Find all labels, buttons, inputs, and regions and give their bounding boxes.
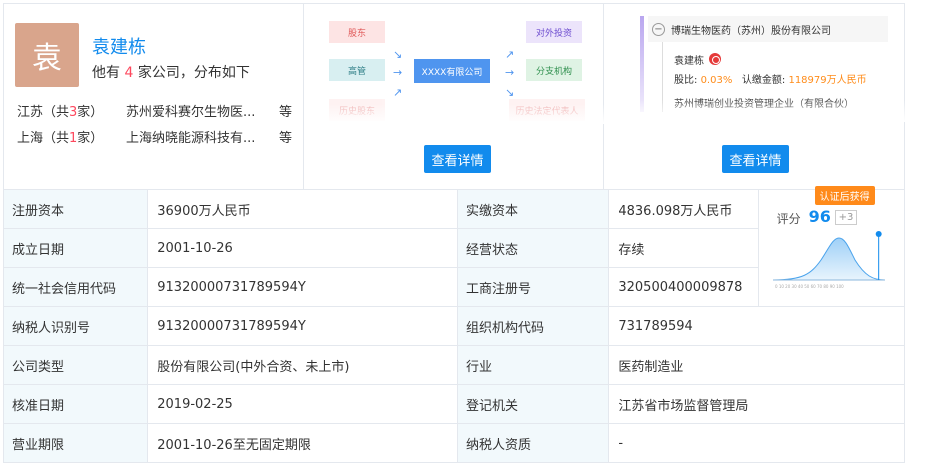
shareholder-stake: 股比: 0.03% 认缴金额: 118979万人民币 [674,75,867,86]
table-row: 公司类型 股份有限公司(中外合资、未上市) 行业 医药制造业 [2,345,905,385]
tree-line [662,42,663,112]
table-row: 成立日期 2001-10-26 经营状态 存续 [2,228,905,268]
diagram-investment-node: 对外投资 [526,21,582,43]
table-label: 成立日期 [2,228,149,268]
table-value: 36900万人民币 [147,189,459,229]
table-label: 核准日期 [2,384,149,424]
table-label: 纳税人识别号 [2,306,149,346]
person-name-link[interactable]: 袁建栋 [92,37,146,58]
score-label: 评分 [776,212,801,226]
table-label: 统一社会信用代码 [2,267,149,307]
fade-overlay [604,100,906,122]
arrow-icon: ↘ [393,48,403,61]
diagram-executive-node: 高管 [329,59,385,81]
region-label: 上海（共1家） [17,131,104,146]
more-link[interactable]: 等 [279,105,293,120]
region-label: 江苏（共3家） [17,105,104,120]
score-distribution-curve: 0 10 20 30 40 50 60 70 80 90 100 [772,231,885,289]
table-label: 工商注册号 [457,267,610,307]
table-label: 实缴资本 [457,189,610,229]
fade-overlay [304,104,604,124]
table-row: 核准日期 2019-02-25 登记机关 江苏省市场监督管理局 [2,384,905,424]
region-row: 上海（共1家） 上海纳晓能源科技有... 等 [17,127,297,147]
diagram-branch-node: 分支机构 [526,59,582,81]
business-info-table: 注册资本 36900万人民币 实缴资本 4836.098万人民币 认证后获得 评… [2,186,906,463]
score-delta-badge: +3 [834,210,858,225]
table-label: 行业 [457,345,610,385]
arrow-icon: → [393,66,403,79]
arrow-icon: → [505,66,515,79]
table-value: 江苏省市场监督管理局 [608,384,905,424]
table-value: 2001-10-26 [147,228,459,268]
table-value: 医药制造业 [608,345,905,385]
score-cell: 认证后获得 评分 96 +3 0 10 20 30 40 50 60 70 80… [757,186,906,307]
table-row: 统一社会信用代码 91320000731789594Y 工商注册号 320500… [2,267,905,307]
equity-bar [640,16,644,112]
table-value: 320500400009878 [608,267,759,307]
equity-company-node[interactable]: −博瑞生物医药（苏州）股份有限公司 [648,16,888,42]
arrow-icon: ↗ [505,48,515,61]
table-label: 登记机关 [457,384,610,424]
table-value: 91320000731789594Y [147,306,459,346]
collapse-icon[interactable]: − [652,22,665,36]
region-row: 江苏（共3家） 苏州爱科赛尔生物医... 等 [17,101,297,121]
score-marker-dot [875,231,882,237]
table-value: 731789594 [608,306,905,346]
table-row: 注册资本 36900万人民币 实缴资本 4836.098万人民币 认证后获得 评… [2,186,906,307]
diagram-center-node: XXXX有限公司 [414,59,490,83]
company-count-summary: 他有 4 家公司，分布如下 [92,65,250,81]
arrow-icon: ↗ [393,86,403,99]
axis-ticks: 0 10 20 30 40 50 60 70 80 90 100 [775,284,844,289]
view-details-button[interactable]: 查看详情 [722,145,789,173]
legal-rep-card: 袁 袁建栋 他有 4 家公司，分布如下 江苏（共3家） 苏州爱科赛尔生物医...… [4,4,304,190]
company-overview-cards: 袁 袁建栋 他有 4 家公司，分布如下 江苏（共3家） 苏州爱科赛尔生物医...… [3,3,906,190]
equity-structure-card: −博瑞生物医药（苏州）股份有限公司 袁建栋 股比: 0.03% 认缴金额: 11… [604,4,906,190]
table-label: 营业期限 [2,423,149,463]
table-label: 组织机构代码 [457,306,610,346]
avatar: 袁 [15,23,79,87]
table-value: - [608,423,905,463]
table-row: 营业期限 2001-10-26至无固定期限 纳税人资质 - [2,423,905,463]
table-value: 股份有限公司(中外合资、未上市) [147,345,459,385]
more-link[interactable]: 等 [279,131,293,146]
score-value: 96 [808,207,831,226]
diagram-shareholder-node: 股东 [329,21,385,43]
table-label: 纳税人资质 [457,423,610,463]
table-label: 经营状态 [457,228,610,268]
region-company-link[interactable]: 上海纳晓能源科技有... [126,131,256,146]
verify-tag[interactable]: 认证后获得 [814,186,875,205]
table-value: 2019-02-25 [147,384,459,424]
table-row: 纳税人识别号 91320000731789594Y 组织机构代码 7317895… [2,306,905,346]
relation-diagram-card: 股东 高管 历史股东 ↘ → ↗ XXXX有限公司 ↗ → ↘ 对外投资 分支机… [304,4,604,190]
table-value: 存续 [608,228,759,268]
person-badge-icon [709,53,721,65]
curve-area [772,237,885,281]
region-company-link[interactable]: 苏州爱科赛尔生物医... [126,105,256,120]
view-details-button[interactable]: 查看详情 [424,145,491,173]
arrow-icon: ↘ [505,86,515,99]
table-label: 注册资本 [2,189,149,229]
shareholder-name[interactable]: 袁建栋 [674,56,704,67]
table-value: 91320000731789594Y [147,267,459,307]
table-value: 4836.098万人民币 [608,189,759,229]
table-value: 2001-10-26至无固定期限 [147,423,459,463]
table-label: 公司类型 [2,345,149,385]
